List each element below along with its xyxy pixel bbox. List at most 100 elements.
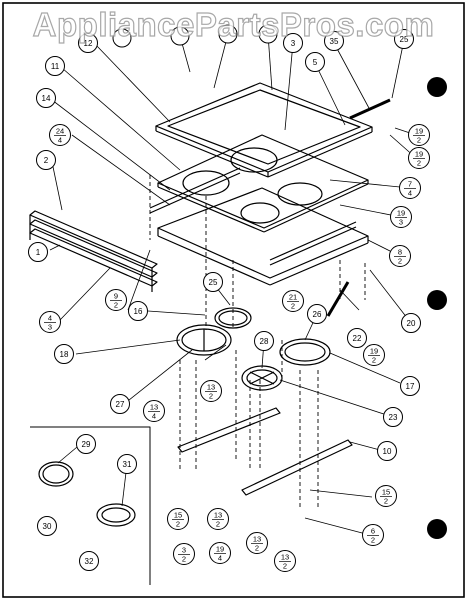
callout-number: 17: [406, 382, 415, 391]
callout-blank-0: [112, 28, 132, 48]
callout-quantity: 2: [417, 136, 421, 145]
element-25: [214, 307, 252, 329]
callout-35: 35: [324, 31, 344, 51]
callout-number: 18: [60, 350, 69, 359]
callout-number: 35: [330, 37, 339, 46]
callout-number: 28: [260, 337, 269, 346]
callout-20: 20: [401, 313, 421, 333]
callout-13-2c: 132: [246, 532, 268, 554]
callout-number: 11: [51, 62, 60, 71]
callout-quantity: 2: [176, 520, 180, 529]
callout-quantity: 2: [371, 536, 375, 545]
callout-quantity: 2: [398, 257, 402, 266]
callout-quantity: 2: [255, 544, 259, 553]
callout-30: 30: [37, 516, 57, 536]
callout-number: 16: [134, 307, 143, 316]
callout-number: 3: [182, 546, 186, 555]
spring-22: [326, 281, 350, 317]
callout-number: 32: [85, 557, 94, 566]
callout-number: 19: [397, 209, 405, 218]
top-frame: [155, 82, 373, 178]
callout-25b: 25: [394, 29, 414, 49]
callout-quantity: 2: [291, 302, 295, 311]
callout-7-4: 74: [399, 177, 421, 199]
callout-quantity: 3: [48, 323, 52, 332]
callout-1: 1: [28, 242, 48, 262]
callout-14: 14: [36, 88, 56, 108]
callout-quantity: 2: [209, 392, 213, 401]
diagram-border: [2, 2, 465, 598]
callout-number: 19: [370, 347, 378, 356]
callout-number: 9: [114, 292, 118, 301]
callout-27: 27: [110, 394, 130, 414]
spring-35: [349, 98, 391, 120]
callout-number: 7: [408, 180, 412, 189]
callout-19-3: 193: [390, 206, 412, 228]
callout-number: 14: [42, 94, 51, 103]
callout-number: 19: [415, 127, 423, 136]
callout-23: 23: [383, 407, 403, 427]
callout-number: 15: [382, 488, 390, 497]
callout-8-2: 82: [389, 245, 411, 267]
callout-12: 12: [78, 33, 98, 53]
callout-3: 3: [283, 33, 303, 53]
callout-quantity: 2: [182, 555, 186, 564]
callout-18: 18: [54, 344, 74, 364]
callout-quantity: 2: [417, 159, 421, 168]
callout-4-3: 43: [39, 311, 61, 333]
callout-quantity: 2: [384, 497, 388, 506]
binder-hole-bottom: [427, 519, 447, 539]
callout-number: 25: [400, 35, 409, 44]
callout-number: 1: [36, 248, 41, 257]
element-18: [176, 324, 232, 356]
callout-number: 29: [82, 440, 91, 449]
callout-quantity: 3: [399, 218, 403, 227]
callout-number: 26: [313, 310, 322, 319]
callout-blank-3: [258, 24, 278, 44]
callout-2: 2: [36, 150, 56, 170]
callout-quantity: 4: [58, 136, 62, 145]
callout-number: 8: [398, 248, 402, 257]
binder-hole-middle: [427, 290, 447, 310]
callout-number: 23: [389, 413, 398, 422]
callout-24-4: 244: [49, 124, 71, 146]
callout-19-4: 194: [209, 542, 231, 564]
callout-number: 19: [216, 545, 224, 554]
callout-quantity: 2: [372, 356, 376, 365]
callout-15-2b: 152: [375, 485, 397, 507]
callout-29: 29: [76, 434, 96, 454]
callout-number: 31: [123, 460, 132, 469]
callout-25: 25: [203, 272, 223, 292]
callout-number: 22: [353, 334, 362, 343]
support-bracket-lower: [241, 439, 353, 496]
callout-number: 21: [289, 293, 297, 302]
callout-quantity: 4: [152, 412, 156, 421]
callout-26: 26: [307, 304, 327, 324]
callout-10: 10: [377, 441, 397, 461]
callout-number: 13: [214, 511, 222, 520]
callout-17: 17: [400, 376, 420, 396]
callout-13-2a: 132: [200, 380, 222, 402]
callout-number: 30: [43, 522, 52, 531]
callout-19-2a: 192: [363, 344, 385, 366]
callout-13-2d: 132: [274, 550, 296, 572]
callout-22: 22: [347, 328, 367, 348]
callout-19-2b: 192: [408, 124, 430, 146]
binder-hole-top: [427, 77, 447, 97]
callout-quantity: 2: [216, 520, 220, 529]
callout-19-2c: 192: [408, 147, 430, 169]
callout-number: 19: [415, 150, 423, 159]
side-rail-right: [269, 221, 357, 261]
callout-number: 6: [371, 527, 375, 536]
callout-blank-2: [218, 24, 238, 44]
callout-9-2: 92: [105, 289, 127, 311]
callout-3-2: 32: [173, 543, 195, 565]
element-30: [38, 461, 74, 487]
callout-quantity: 4: [408, 189, 412, 198]
callout-number: 15: [174, 511, 182, 520]
callout-15-2: 152: [167, 508, 189, 530]
callout-5: 5: [305, 52, 325, 72]
callout-number: 13: [281, 553, 289, 562]
callout-16: 16: [128, 301, 148, 321]
